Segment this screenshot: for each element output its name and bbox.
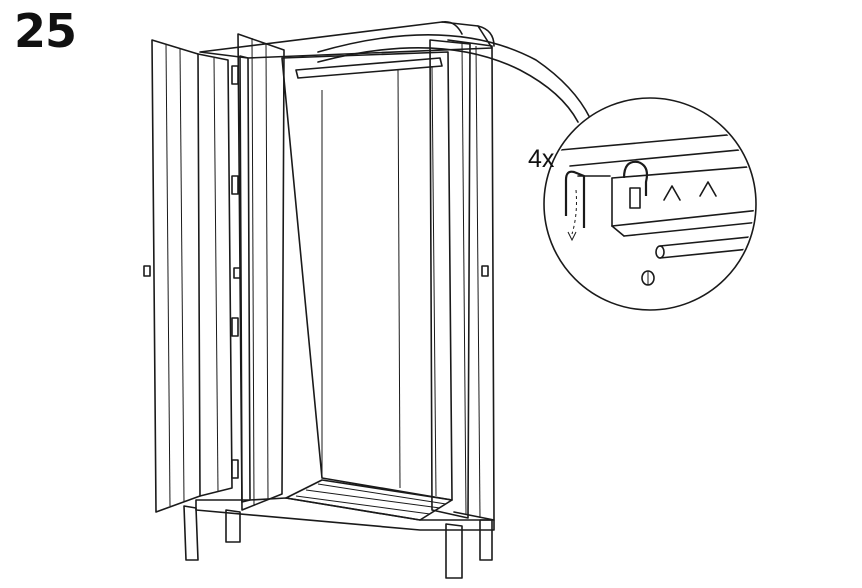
quantity-label: 4x <box>528 145 555 173</box>
insert-down-arrow-icon <box>567 189 577 242</box>
hanging-rail-hook-icon <box>564 170 611 228</box>
left-door-icon <box>143 39 239 513</box>
right-door-icon <box>429 39 489 519</box>
center-door-icon <box>233 33 285 511</box>
wardrobe-cabinet-icon <box>183 20 495 579</box>
zoom-detail-circle-icon <box>543 97 757 311</box>
step-number: 25 <box>14 4 77 58</box>
